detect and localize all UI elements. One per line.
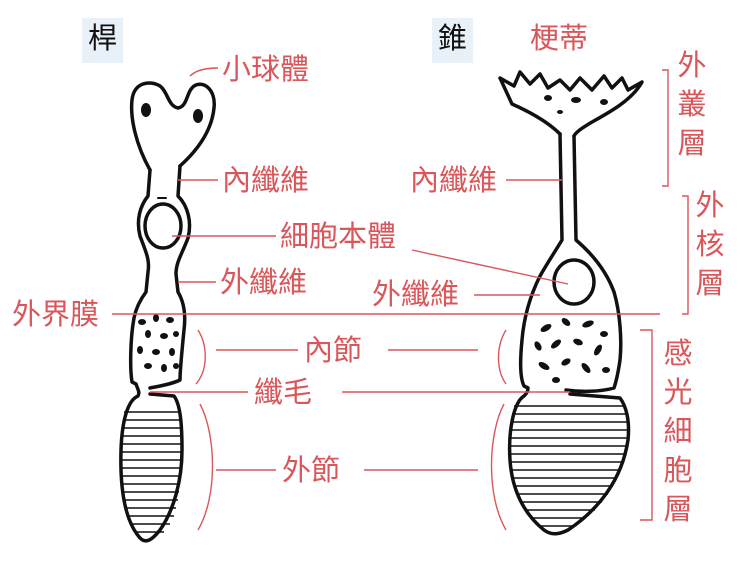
cone-outer-stripes xyxy=(510,405,627,527)
leader-lines xyxy=(112,67,689,531)
rod-body-right xyxy=(148,164,192,390)
cone-body-right xyxy=(564,134,623,394)
label-inner-fiber-rod: 內纖維 xyxy=(222,163,310,197)
label-spherule: 小球體 xyxy=(222,52,310,86)
cone-pedicle-outline xyxy=(498,70,644,138)
label-outer-fiber-rod: 外纖維 xyxy=(220,265,308,299)
rod-header: 桿 xyxy=(82,18,124,63)
bracket-opl xyxy=(662,69,669,187)
cone-cell xyxy=(498,70,644,536)
layer-onl: 外核層 xyxy=(695,188,725,300)
label-olm: 外界膜 xyxy=(12,297,100,331)
label-inner-fiber-cone: 內纖維 xyxy=(410,163,498,197)
bracket-photoreceptor xyxy=(640,329,653,521)
cone-pedicle-dots xyxy=(544,95,608,114)
label-cell-body: 細胞本體 xyxy=(280,219,397,253)
rod-body-left xyxy=(119,168,184,543)
layer-opl: 外叢層 xyxy=(677,48,707,160)
label-outer-segment: 外節 xyxy=(282,453,341,487)
label-cilium: 纖毛 xyxy=(254,375,313,409)
label-pedicle: 梗蒂 xyxy=(530,21,589,55)
rod-spherule-outline xyxy=(129,81,216,172)
label-inner-segment: 內節 xyxy=(304,333,363,367)
layer-photoreceptor: 感光細胞層 xyxy=(663,336,693,526)
bracket-onl xyxy=(682,195,689,315)
rod-inner-dots xyxy=(137,314,179,372)
cone-body-left xyxy=(507,132,631,536)
label-outer-fiber-cone: 外纖維 xyxy=(372,277,460,311)
rod-outer-stripes xyxy=(121,411,182,533)
rod-spherule-dots xyxy=(141,103,203,123)
rod-cell xyxy=(119,81,216,543)
cone-inner-dots xyxy=(534,318,610,383)
rod-nucleus xyxy=(143,202,183,250)
cone-nucleus xyxy=(552,258,596,306)
cone-header: 錐 xyxy=(432,18,474,63)
